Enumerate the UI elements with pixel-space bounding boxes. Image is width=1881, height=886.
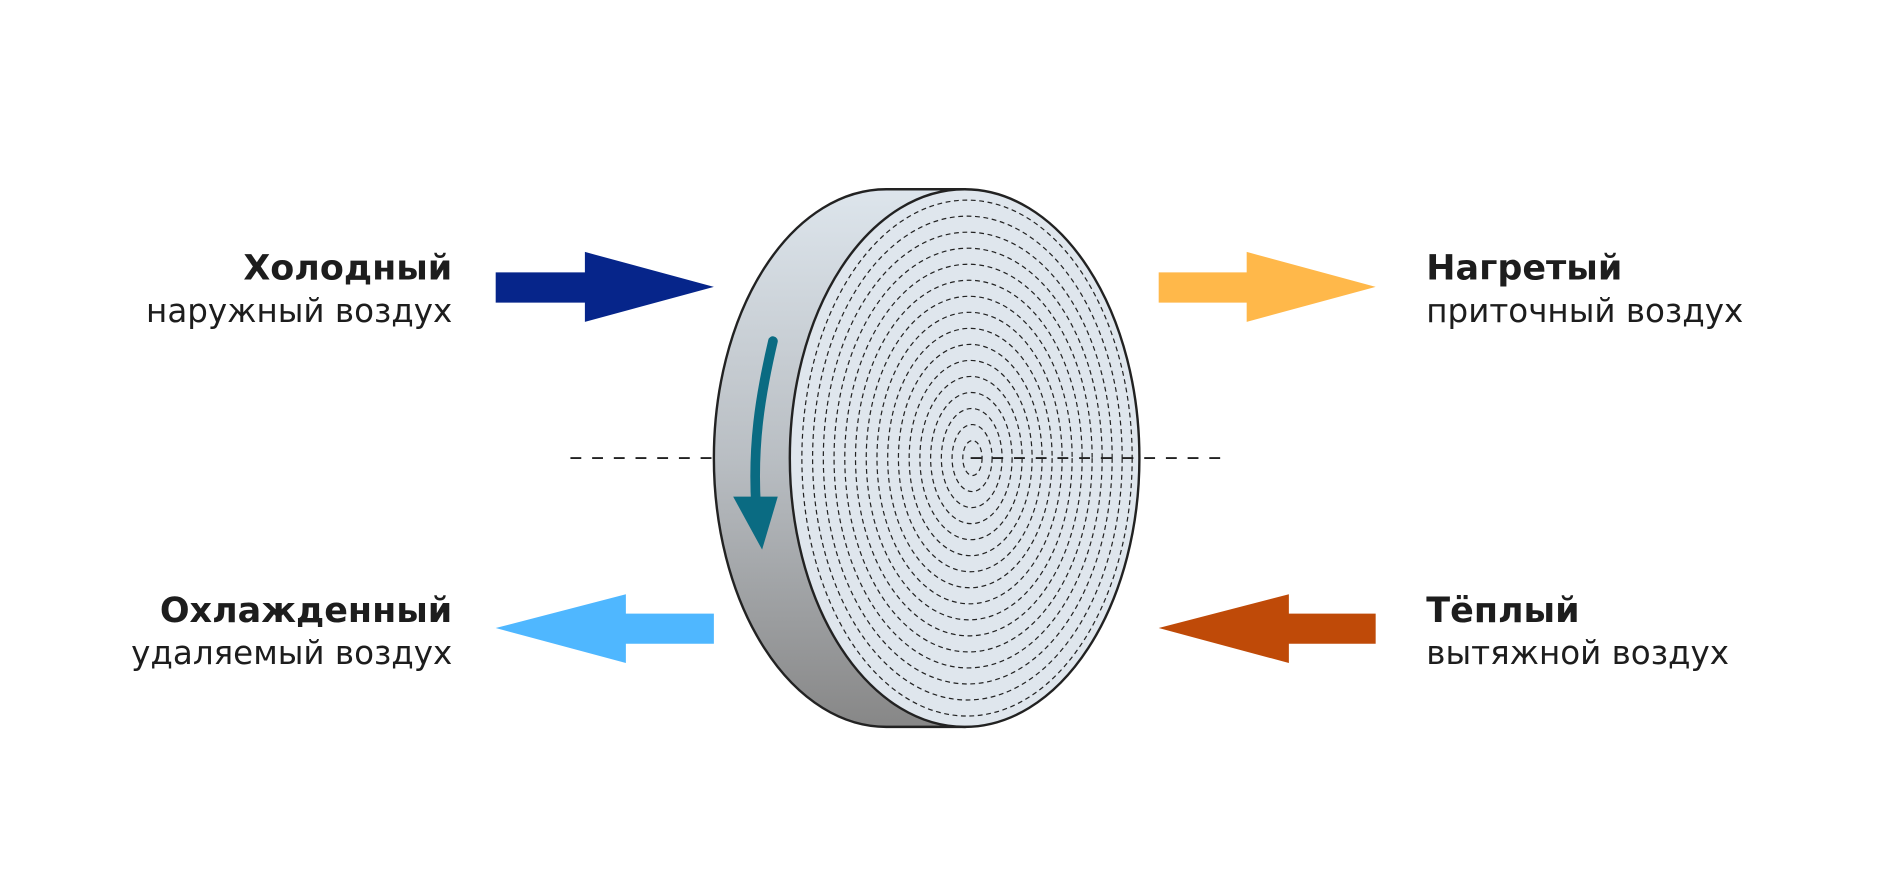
wheel-face — [788, 188, 1141, 729]
matrix-ring — [844, 263, 1093, 653]
heated-supply-air-arrow-icon — [1158, 251, 1376, 322]
matrix-ring — [908, 359, 1033, 557]
matrix-ring — [865, 295, 1073, 621]
heated-air-title: Нагретый — [1426, 249, 1622, 289]
rotation-arrow-icon — [733, 336, 778, 550]
matrix-ring — [811, 215, 1123, 701]
warm-air-title: Тёплый — [1426, 591, 1579, 631]
cooled-air-title: Охлажденный — [160, 591, 452, 631]
matrix-ring — [897, 343, 1043, 573]
heated-air-subtitle: приточный воздух — [1426, 292, 1743, 330]
cooled-air-subtitle: удаляемый воздух — [131, 634, 452, 672]
matrix-ring — [822, 231, 1113, 685]
cooled-exhaust-air-arrow-icon — [495, 594, 714, 663]
warm-air-subtitle: вытяжной воздух — [1426, 634, 1729, 672]
matrix-ring — [951, 423, 993, 493]
cold-air-subtitle: наружный воздух — [146, 292, 452, 330]
cold-air-title: Холодный — [243, 249, 452, 289]
warm-extract-air-arrow-icon — [1158, 594, 1376, 663]
cold-outdoor-air-arrow-icon — [495, 251, 714, 322]
matrix-ring — [962, 439, 983, 477]
matrix-ring — [930, 391, 1013, 525]
